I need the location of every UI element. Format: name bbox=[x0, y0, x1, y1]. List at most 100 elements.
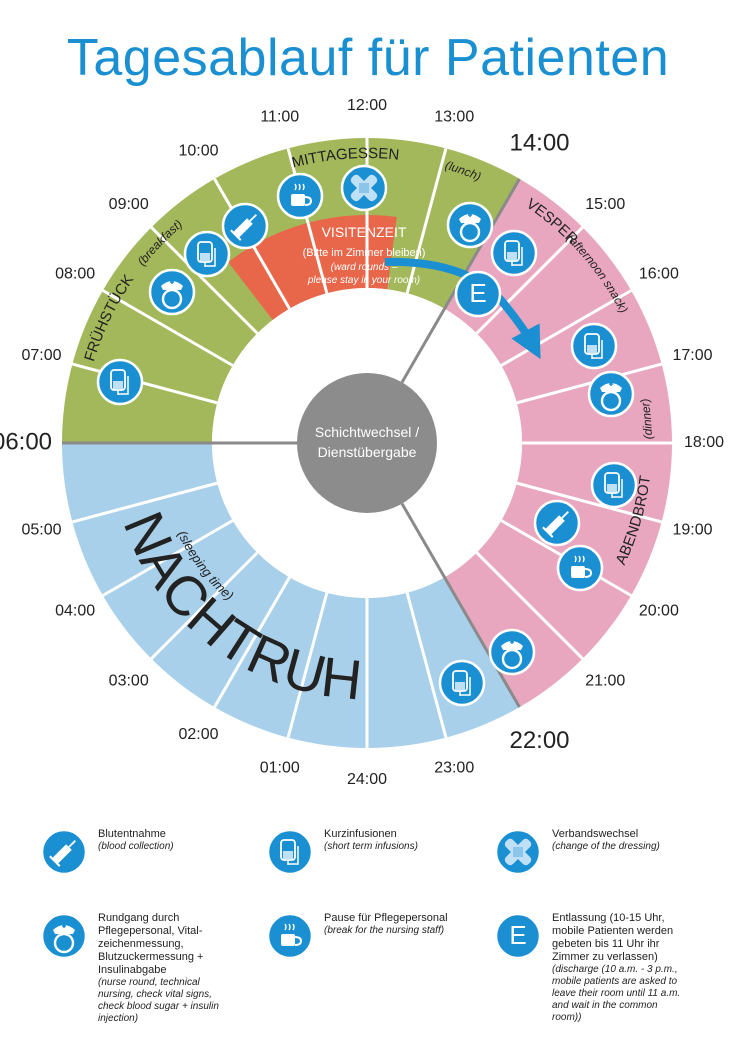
iv-legend-icon bbox=[266, 828, 314, 876]
hour-label: 20:00 bbox=[639, 603, 679, 620]
hour-label: 16:00 bbox=[639, 266, 679, 283]
legend-label-de: Blutentnahme bbox=[98, 828, 166, 840]
icon-disc bbox=[446, 201, 494, 249]
legend-label-en: (nurse round, technical nursing, check v… bbox=[98, 977, 219, 1024]
iv-tube bbox=[591, 340, 603, 359]
nurse-cap bbox=[459, 214, 481, 223]
nurse-face bbox=[501, 648, 523, 670]
legend-label-de: Kurzinfusionen bbox=[324, 828, 397, 840]
iv-tube bbox=[611, 479, 623, 498]
nurse-icon bbox=[148, 268, 196, 316]
nurse-face bbox=[53, 932, 75, 954]
plaster-icon bbox=[340, 164, 388, 212]
hour-divider bbox=[102, 289, 234, 367]
iv-tube bbox=[511, 247, 523, 266]
hour-label: 02:00 bbox=[178, 726, 218, 743]
nurse-cap bbox=[600, 383, 622, 392]
label-visitenzeit-en1: (ward rounds – bbox=[331, 262, 398, 273]
cup-steam bbox=[284, 923, 295, 931]
daily-schedule-wheel: FRÜHSTÜCK (breakfast)MITTAGESSEN (lunch)… bbox=[0, 0, 724, 788]
nurse-cap bbox=[161, 281, 183, 290]
hour-label: 18:00 bbox=[684, 434, 724, 451]
hour-label: 14:00 bbox=[509, 130, 569, 157]
nurse-icon bbox=[40, 912, 88, 960]
discharge-letter: E bbox=[509, 920, 526, 950]
nurse-face bbox=[161, 288, 183, 310]
hour-divider bbox=[475, 551, 584, 660]
hour-label: 15:00 bbox=[585, 196, 625, 213]
label-visitenzeit-sub: (Bitte im Zimmer bleiben) bbox=[303, 247, 426, 259]
legend-text: Pause für Pflegepersonal(break for the n… bbox=[324, 912, 494, 937]
cup-body bbox=[571, 566, 585, 578]
nurse-cross bbox=[609, 382, 613, 386]
iv-icon bbox=[96, 358, 144, 406]
discharge-letter: E bbox=[469, 278, 486, 308]
nurse-icon bbox=[587, 370, 635, 418]
plaster-pad bbox=[359, 183, 369, 193]
plaster-pad bbox=[513, 847, 523, 857]
legend-text: Rundgang durch Pflegepersonal, Vital- ze… bbox=[98, 912, 268, 1025]
shift-change-circle bbox=[297, 373, 437, 513]
discharge-legend-icon: E bbox=[494, 912, 542, 960]
legend-label-de: Verbandswechsel bbox=[552, 828, 639, 840]
syringe-barrel bbox=[544, 515, 565, 536]
legend-label-en: (change of the dressing) bbox=[552, 841, 660, 852]
iv-icon bbox=[490, 229, 538, 277]
iv-tube bbox=[204, 248, 216, 267]
nurse-cross bbox=[62, 924, 66, 928]
hour-divider bbox=[516, 481, 662, 524]
nurse-legend-icon bbox=[40, 912, 88, 960]
hour-label: 07:00 bbox=[21, 347, 61, 364]
icon-disc bbox=[454, 270, 502, 318]
hour-labels: 01:0002:0003:0004:0005:0006:0007:0008:00… bbox=[0, 97, 724, 788]
nurse-icon bbox=[488, 628, 536, 676]
syringe-barrel bbox=[51, 844, 72, 865]
coffee-icon bbox=[276, 172, 324, 220]
iv-tube bbox=[287, 846, 299, 865]
hour-divider bbox=[102, 519, 234, 597]
hour-label: 08:00 bbox=[55, 266, 95, 283]
hour-label: 03:00 bbox=[109, 673, 149, 690]
syringe-plunger bbox=[49, 855, 61, 867]
iv-icon bbox=[183, 230, 231, 278]
cup-handle bbox=[584, 568, 593, 578]
hour-divider bbox=[213, 576, 291, 708]
hour-divider bbox=[405, 148, 448, 294]
syringe-icon bbox=[40, 828, 88, 876]
label-visitenzeit-en2: please stay in your room) bbox=[307, 275, 420, 286]
shift-divider bbox=[400, 502, 521, 708]
icon-disc bbox=[40, 912, 88, 960]
page-title: Tagesablauf für Patienten bbox=[66, 29, 670, 87]
hour-label: 13:00 bbox=[434, 109, 474, 126]
syringe-needle bbox=[68, 840, 76, 848]
icon-disc bbox=[488, 628, 536, 676]
coffee-legend-icon bbox=[266, 912, 314, 960]
legend-label-de: Pause für Pflegepersonal bbox=[324, 912, 448, 924]
syringe-shape bbox=[230, 214, 257, 241]
legend-label-en: (short term infusions) bbox=[324, 841, 418, 852]
cup-body bbox=[291, 194, 305, 206]
syringe-legend-icon bbox=[40, 828, 88, 876]
iv-fluid bbox=[200, 253, 210, 261]
plaster-icon bbox=[494, 828, 542, 876]
hour-label: 11:00 bbox=[260, 109, 299, 126]
hour-divider bbox=[286, 592, 329, 738]
coffee-icon bbox=[556, 544, 604, 592]
hour-label: 06:00 bbox=[0, 428, 52, 455]
discharge-icon: E bbox=[494, 912, 542, 960]
iv-icon bbox=[570, 322, 618, 370]
iv-tube bbox=[117, 376, 129, 395]
iv-icon bbox=[590, 461, 638, 509]
nurse-icon bbox=[446, 201, 494, 249]
hour-label: 22:00 bbox=[509, 727, 569, 754]
label-abendbrot-en: (dinner) bbox=[638, 398, 655, 440]
iv-fluid bbox=[587, 345, 597, 353]
hour-divider bbox=[405, 592, 448, 738]
legend-label-en: (discharge (10 a.m. - 3 p.m., mobile pat… bbox=[552, 964, 681, 1023]
iv-fluid bbox=[113, 381, 123, 389]
iv-fluid bbox=[283, 851, 293, 859]
hour-divider bbox=[150, 226, 259, 335]
hour-divider bbox=[72, 362, 218, 405]
nurse-cross bbox=[510, 640, 514, 644]
legend-label-en: (blood collection) bbox=[98, 841, 174, 852]
